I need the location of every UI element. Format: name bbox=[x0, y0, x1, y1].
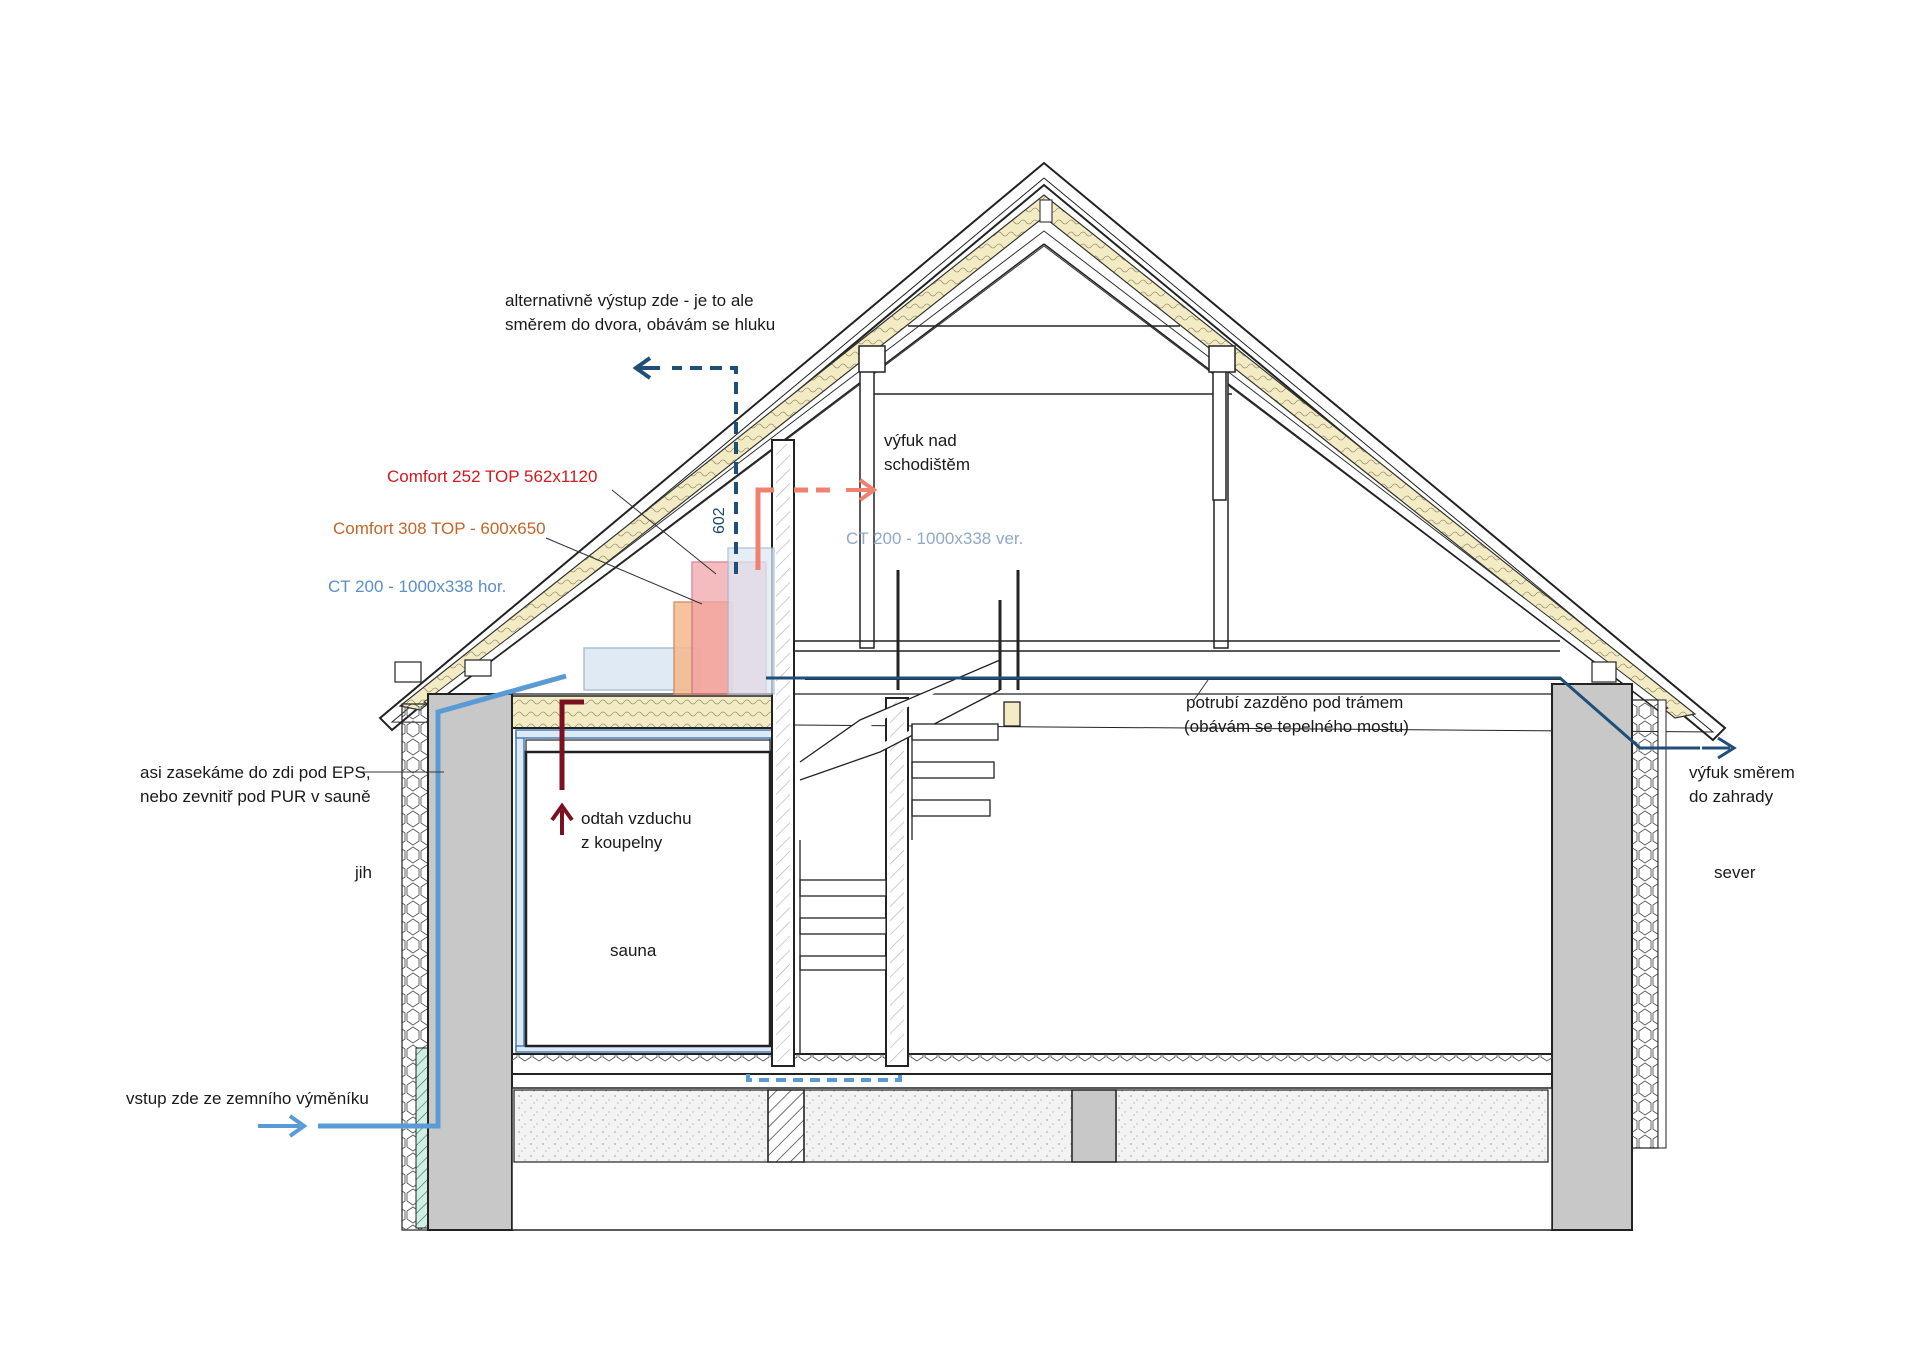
label-inlet: vstup zde ze zemního výměníku bbox=[126, 1089, 369, 1108]
exhaust-duct bbox=[766, 676, 1700, 750]
label-pipe-beam-2: (obávám se tepelného mostu) bbox=[1184, 717, 1409, 736]
staircase bbox=[799, 570, 1021, 1054]
floor-and-foundation bbox=[511, 1053, 1553, 1231]
label-alt-outlet-1: alternativně výstup zde - je to ale bbox=[505, 291, 754, 310]
south-wall bbox=[401, 693, 513, 1231]
attic-truss bbox=[782, 325, 1560, 652]
label-south: jih bbox=[354, 863, 372, 882]
label-exhaust-stairs-1: výfuk nad bbox=[884, 431, 957, 450]
bathroom-extract-duct bbox=[559, 699, 584, 790]
stairs-exhaust-arrow bbox=[846, 478, 878, 502]
roof bbox=[378, 161, 1727, 742]
label-extract-2: z koupelny bbox=[581, 833, 663, 852]
alternative-outlet-duct bbox=[672, 366, 738, 574]
label-ct200-ver: CT 200 - 1000x338 ver. bbox=[846, 529, 1023, 548]
ventilation-units bbox=[583, 547, 775, 695]
garden-exhaust-arrow bbox=[1702, 736, 1737, 760]
label-garden-2: do zahrady bbox=[1689, 787, 1774, 806]
bathroom-extract-arrow bbox=[550, 802, 574, 835]
label-exhaust-stairs-2: schodištěm bbox=[884, 455, 970, 474]
label-dimension-602: 602 bbox=[711, 507, 728, 534]
label-sauna: sauna bbox=[610, 941, 657, 960]
stairs-exhaust-duct bbox=[755, 487, 774, 570]
label-north: sever bbox=[1714, 863, 1756, 882]
label-pipe-beam-1: potrubí zazděno pod trámem bbox=[1186, 693, 1403, 712]
central-wall bbox=[771, 439, 909, 1067]
alternative-outlet-arrow bbox=[632, 356, 660, 380]
supply-duct bbox=[318, 673, 567, 1129]
label-alt-outlet-2: směrem do dvora, obávám se hluku bbox=[505, 315, 775, 334]
label-extract-1: odtah vzduchu bbox=[581, 809, 692, 828]
sauna bbox=[511, 727, 783, 1055]
north-wall bbox=[1551, 683, 1667, 1231]
label-comfort-252: Comfort 252 TOP 562x1120 bbox=[387, 467, 597, 486]
label-comfort-308: Comfort 308 TOP - 600x650 bbox=[333, 519, 546, 538]
supply-inlet-arrow bbox=[258, 1114, 308, 1138]
label-ct200-hor: CT 200 - 1000x338 hor. bbox=[328, 577, 506, 596]
leader-lines bbox=[358, 489, 1209, 773]
labels: alternativně výstup zde - je to ale směr… bbox=[126, 291, 1795, 1108]
ducts bbox=[258, 356, 1737, 1138]
label-wall-1: asi zasekáme do zdi pod EPS, bbox=[140, 763, 371, 782]
label-wall-2: nebo zevnitř pod PUR v sauně bbox=[140, 787, 371, 806]
label-garden-1: výfuk směrem bbox=[1689, 763, 1795, 782]
